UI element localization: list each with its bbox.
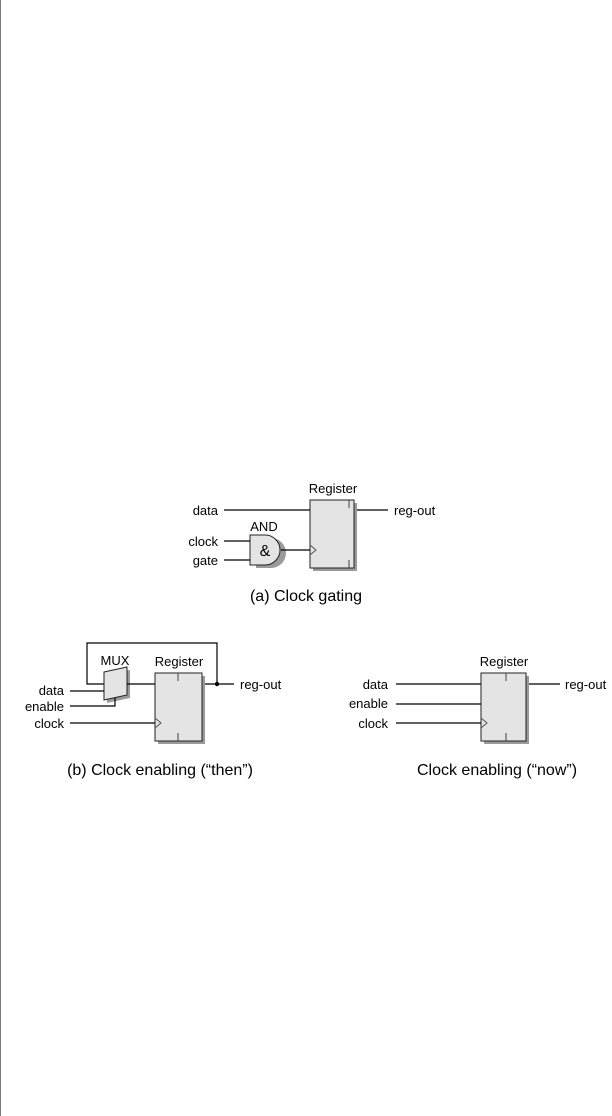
label-a-clock: clock — [188, 534, 218, 549]
caption-b: (b) Clock enabling (“then”) — [67, 762, 253, 779]
register-a-title: Register — [309, 481, 358, 496]
label-c-data: data — [363, 677, 389, 692]
label-b-out: reg-out — [240, 677, 282, 692]
register-a-clock-triangle — [309, 544, 317, 556]
caption-a: (a) Clock gating — [250, 588, 362, 605]
register-b-block — [154, 672, 203, 742]
and-gate-block — [249, 534, 281, 566]
wire-b-enable — [70, 698, 116, 707]
register-c-title: Register — [480, 654, 529, 669]
diagram-a-clock-gating: Register data reg-out AND & clock gate (… — [188, 481, 435, 605]
diagram-b-clock-enabling-then: MUX Register reg-out data enable clock (… — [25, 642, 282, 779]
register-c-clock-triangle — [480, 717, 488, 729]
label-b-clock: clock — [34, 716, 64, 731]
and-gate-title: AND — [250, 519, 277, 534]
label-b-data: data — [39, 683, 65, 698]
mux-title: MUX — [101, 653, 130, 668]
wire-b-junction — [214, 681, 220, 687]
label-a-out: reg-out — [394, 503, 436, 518]
register-b-title: Register — [155, 654, 204, 669]
register-c-block — [480, 672, 527, 742]
and-gate-symbol: & — [260, 543, 271, 560]
label-c-out: reg-out — [565, 677, 607, 692]
label-a-data: data — [193, 503, 219, 518]
register-b-clock-triangle — [154, 717, 162, 729]
page-left-border — [0, 0, 1, 1116]
label-c-enable: enable — [349, 696, 388, 711]
label-a-gate: gate — [193, 553, 218, 568]
wire-b-feedback — [86, 642, 218, 685]
mux-block — [103, 666, 128, 701]
register-a-block — [309, 499, 355, 569]
diagram-c-clock-enabling-now: Register data enable clock reg-out Clock… — [349, 654, 607, 779]
label-c-clock: clock — [358, 716, 388, 731]
label-b-enable: enable — [25, 699, 64, 714]
caption-c: Clock enabling (“now”) — [417, 762, 577, 779]
